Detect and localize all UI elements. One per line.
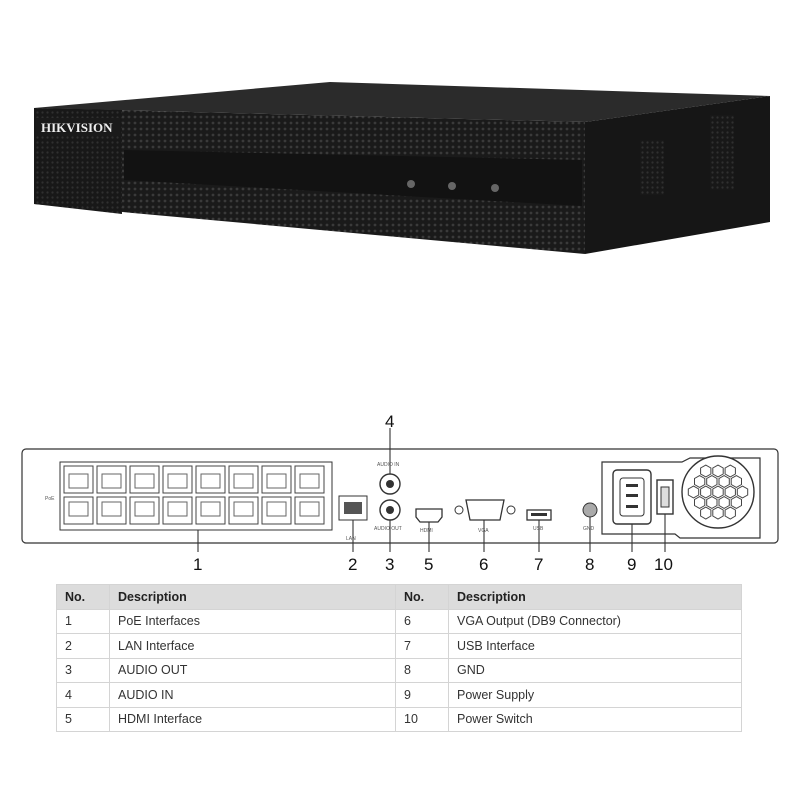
- cell-description: LAN Interface: [109, 633, 396, 659]
- poe-label: PoE: [45, 496, 55, 502]
- header-no: No.: [56, 584, 110, 610]
- poe-port: [261, 496, 292, 525]
- callout-number: 4: [385, 412, 395, 431]
- led-indicator: [407, 180, 415, 188]
- cell-no: 2: [56, 633, 110, 659]
- cell-no: 3: [56, 657, 110, 683]
- poe-port: [195, 465, 226, 494]
- callout-number: 6: [479, 555, 489, 574]
- side-vent: [710, 115, 734, 190]
- poe-port: [162, 465, 193, 494]
- header-description: Description: [448, 584, 742, 610]
- legend-header-row: No. Description No. Description: [56, 584, 742, 610]
- chassis-top: [34, 82, 770, 122]
- table-row: 2 LAN Interface 7 USB Interface: [56, 633, 742, 659]
- led-indicator: [491, 184, 499, 192]
- port-legend-table: No. Description No. Description 1 PoE In…: [56, 584, 742, 732]
- chassis-side: [585, 96, 770, 254]
- nvr-front-view: HIKVISION: [34, 82, 770, 254]
- cell-no: 4: [56, 682, 110, 708]
- brand-logo: HIKVISION: [41, 120, 113, 135]
- callout-number: 8: [585, 555, 595, 574]
- cell-description: AUDIO IN: [109, 682, 396, 708]
- poe-port: [195, 496, 226, 525]
- poe-port: [63, 496, 94, 525]
- poe-port: [228, 465, 259, 494]
- poe-port: [162, 496, 193, 525]
- cell-description: AUDIO OUT: [109, 657, 396, 683]
- hdmi-port: [415, 508, 443, 523]
- cell-description: HDMI Interface: [109, 706, 396, 732]
- callout-number: 2: [348, 555, 358, 574]
- lan-label: LAN: [346, 536, 356, 542]
- cell-no: 6: [395, 608, 449, 634]
- table-row: 1 PoE Interfaces 6 VGA Output (DB9 Conne…: [56, 608, 742, 634]
- cell-description: Power Switch: [448, 706, 742, 732]
- front-strip: [124, 150, 582, 206]
- side-vent: [640, 140, 664, 195]
- led-indicator: [448, 182, 456, 190]
- rear-panel-diagram: PoE LAN AUDIO IN AUDIO OUT HDMI VGA USB …: [21, 428, 779, 552]
- cell-no: 1: [56, 608, 110, 634]
- header-description: Description: [109, 584, 396, 610]
- poe-port: [129, 496, 160, 525]
- callout-number: 5: [424, 555, 434, 574]
- callout-number: 10: [654, 555, 673, 574]
- cell-no: 8: [395, 657, 449, 683]
- poe-port: [294, 496, 325, 525]
- hdmi-label: HDMI: [420, 528, 433, 534]
- cell-no: 9: [395, 682, 449, 708]
- poe-port: [63, 465, 94, 494]
- poe-port: [261, 465, 292, 494]
- cell-description: PoE Interfaces: [109, 608, 396, 634]
- callout-number: 3: [385, 555, 395, 574]
- cell-no: 10: [395, 706, 449, 732]
- cell-no: 7: [395, 633, 449, 659]
- audio-out-label: AUDIO OUT: [374, 526, 402, 532]
- poe-port: [129, 465, 160, 494]
- poe-port: [294, 465, 325, 494]
- cell-description: GND: [448, 657, 742, 683]
- callout-number: 1: [193, 555, 203, 574]
- header-no: No.: [395, 584, 449, 610]
- gnd-terminal: [582, 502, 598, 518]
- cell-description: USB Interface: [448, 633, 742, 659]
- cell-no: 5: [56, 706, 110, 732]
- audio-in-label: AUDIO IN: [377, 462, 400, 468]
- vga-port: [465, 499, 505, 521]
- callout-number: 7: [534, 555, 544, 574]
- gnd-label: GND: [583, 526, 595, 532]
- poe-port: [228, 496, 259, 525]
- poe-port: [96, 496, 127, 525]
- cell-description: Power Supply: [448, 682, 742, 708]
- poe-port: [96, 465, 127, 494]
- table-row: 5 HDMI Interface 10 Power Switch: [56, 706, 742, 732]
- callout-number: 9: [627, 555, 637, 574]
- fan-grille: [681, 455, 755, 529]
- cell-description: VGA Output (DB9 Connector): [448, 608, 742, 634]
- table-row: 4 AUDIO IN 9 Power Supply: [56, 682, 742, 708]
- poe-ports: [59, 461, 333, 531]
- table-row: 3 AUDIO OUT 8 GND: [56, 657, 742, 683]
